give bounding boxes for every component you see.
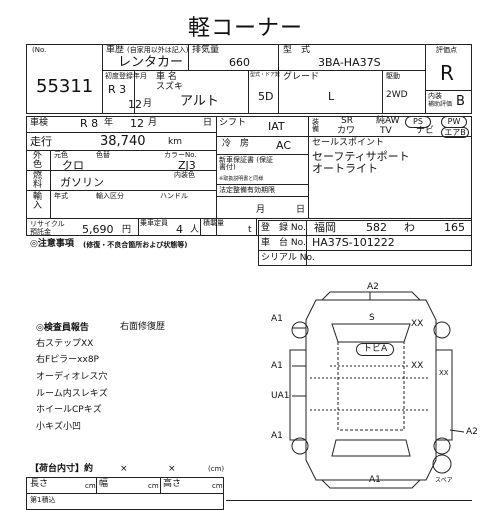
- diagram-label-a1-2: A1: [271, 361, 283, 371]
- drive-label: 駆動: [386, 72, 400, 80]
- diagram-label-xx-3: XX: [439, 369, 449, 377]
- sales-point-2: オートライト: [312, 162, 378, 175]
- plate-region: 福岡: [314, 221, 336, 234]
- doors-label: 型式・ドア数: [250, 72, 281, 78]
- drive-value: 2WD: [386, 90, 408, 100]
- vehicle-history-note: (自家用以外は記入): [127, 46, 189, 54]
- diagram-label-s: S: [369, 313, 375, 323]
- sales-point-1: セーフティサポート: [312, 150, 410, 163]
- equipment-label: 装備: [312, 118, 319, 133]
- displacement-value: 660: [229, 56, 250, 69]
- capacity-value: 4: [176, 223, 183, 236]
- grade-score-label: 評価点: [436, 46, 457, 54]
- recycle-value: 5,690: [82, 223, 114, 236]
- diagram-label-a1-3: A1: [271, 431, 283, 441]
- car-damage-diagram: [289, 291, 465, 489]
- first-reg-label: 初度登録年月: [105, 72, 147, 80]
- displacement-label: 排気量: [192, 45, 220, 55]
- equip-sr: SR: [341, 116, 353, 126]
- ac-label: 冷 房: [222, 139, 250, 149]
- equip-airbag: エアB: [441, 127, 469, 138]
- equip-navi: ナビ: [416, 126, 435, 136]
- plate-kana: わ: [404, 221, 415, 234]
- car-name-label: 車 名: [156, 72, 177, 82]
- diagram-label-a1-bottom: A1: [369, 475, 381, 485]
- first-reg-month: 12: [128, 98, 142, 111]
- page-title: 軽コーナー: [188, 16, 304, 41]
- diagram-label-xx-2: XX: [411, 361, 424, 371]
- grade-value: L: [328, 90, 335, 103]
- color-no-value: ZJ3: [178, 159, 196, 172]
- equip-ps: PS: [405, 116, 431, 128]
- interior-score-value: B: [456, 94, 465, 109]
- diagram-label-xx-1: XX: [411, 319, 424, 329]
- car-name: アルト: [180, 94, 219, 109]
- grade-label: グレード: [283, 72, 320, 82]
- lot-number: 55311: [36, 76, 94, 97]
- chassis-value: HA37S-101222: [312, 236, 395, 249]
- inspector-repair: 右面修復歴: [120, 322, 166, 332]
- ac-value: AC: [276, 139, 292, 152]
- maker: スズキ: [156, 82, 184, 92]
- plate-number: 165: [444, 221, 465, 234]
- diagram-label-a2-top: A2: [367, 282, 379, 292]
- diagram-label-spare: スペア: [435, 477, 453, 484]
- color-value: クロ: [62, 159, 84, 172]
- inspector-line-4: ルーム内スレキズ: [36, 389, 108, 399]
- header-table: [26, 44, 472, 114]
- first-reg-era: R 3: [108, 83, 127, 96]
- inspector-line-3: オーディオレス穴: [36, 372, 108, 382]
- diagram-label-a1-1: A1: [271, 314, 283, 324]
- sales-point-label: セールスポイント: [312, 138, 385, 148]
- inspector-line-1: 右ステップXX: [36, 339, 94, 349]
- equip-tv: TV: [380, 126, 392, 136]
- shift-value: IAT: [268, 120, 285, 133]
- mileage-label: 走行: [30, 135, 52, 148]
- equip-aw: 純AW: [376, 116, 400, 126]
- plate-table: [258, 220, 472, 266]
- equip-leather: カワ: [337, 126, 356, 136]
- vehicle-history-value: レンタカー: [118, 55, 184, 70]
- model-label: 型 式: [283, 45, 311, 55]
- diagram-label-tobi: トビA: [356, 343, 395, 356]
- fuel-value: ガソリン: [60, 176, 104, 189]
- inspector-line-5: ホイールCPキズ: [36, 405, 102, 415]
- grade-score-value: R: [440, 61, 454, 85]
- lot-label: (No.: [32, 46, 47, 54]
- color-side-label: 外色: [33, 151, 43, 170]
- inspector-line-6: 小キズ小凹: [36, 422, 82, 432]
- notes-label: ◎注意事項: [30, 239, 74, 249]
- doors-value: 5D: [258, 90, 274, 103]
- shift-label: シフト: [219, 118, 247, 128]
- plate-class: 582: [366, 221, 387, 234]
- mileage-value: 38,740: [100, 134, 146, 149]
- interior-score-label: 内装: [428, 92, 442, 100]
- inspection-label: 車検: [30, 118, 49, 128]
- inspector-title: ◎検査員報告: [36, 323, 89, 333]
- vehicle-history-label: 車歴: [106, 45, 125, 55]
- diagram-label-ua1: UA1: [271, 391, 290, 401]
- inspector-line-2: 右Fピラーxx8P: [36, 355, 99, 365]
- diagram-label-a2-right: A2: [466, 427, 478, 437]
- cargo-title: 【荷台内寸】約: [30, 464, 94, 474]
- model-value: 3BA-HA37S: [318, 56, 381, 69]
- detail-table: [26, 116, 472, 236]
